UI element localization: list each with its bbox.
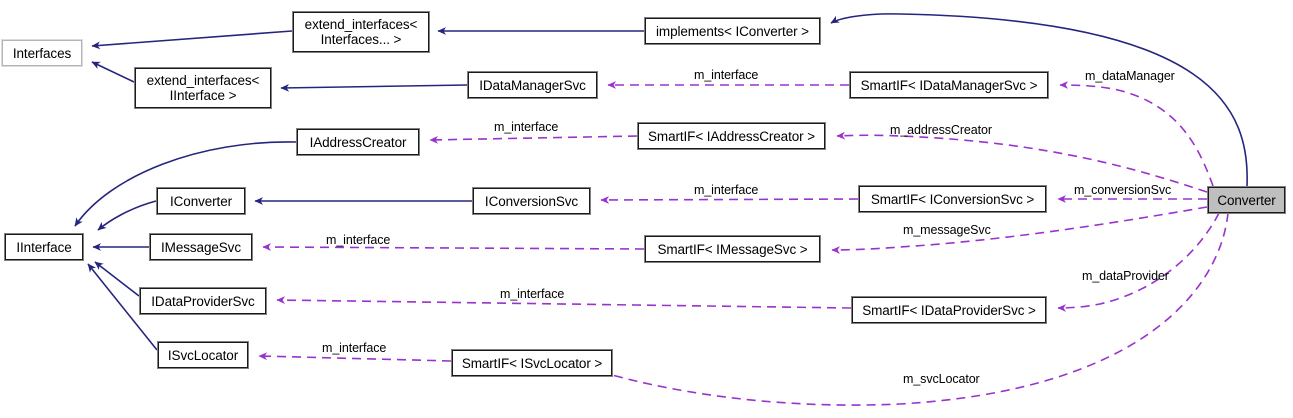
edge-converter-to-implements	[830, 13, 1248, 187]
edge-label-m-interface-conversionsvc: m_interface	[694, 183, 759, 197]
node-isvclocator[interactable]: ISvcLocator	[157, 341, 249, 369]
node-smartif-idatamanagersvc[interactable]: SmartIF< IDataManagerSvc >	[849, 71, 1049, 99]
edge-converter-to-smartif-idataprovidersvc	[1057, 212, 1220, 312]
node-converter[interactable]: Converter	[1207, 186, 1286, 214]
node-extend-interfaces-iinterface[interactable]: extend_interfaces< IInterface >	[134, 67, 272, 109]
edge-converter-to-smartif-idatamanagersvc	[1059, 81, 1214, 187]
edge-extinterfaces-variadic-to-interfaces	[91, 30, 293, 50]
node-interfaces[interactable]: Interfaces	[1, 39, 83, 67]
edge-label-m-interface-messagesvc: m_interface	[326, 233, 391, 247]
node-iaddresscreator[interactable]: IAddressCreator	[296, 128, 420, 156]
edge-idatamanagersvc-to-extinterfaces	[280, 83, 468, 92]
edge-label-m-addresscreator: m_addressCreator	[890, 123, 992, 137]
edge-smartif-isvclocator-to-isvclocator	[258, 352, 452, 362]
edge-label-m-messagesvc: m_messageSvc	[903, 223, 991, 237]
node-smartif-idataprovidersvc[interactable]: SmartIF< IDataProviderSvc >	[851, 296, 1047, 324]
edge-label-m-datamanager: m_dataManager	[1085, 69, 1175, 83]
node-imessagesvc[interactable]: IMessageSvc	[149, 233, 253, 261]
node-iconversionsvc[interactable]: IConversionSvc	[472, 187, 591, 215]
edge-label-m-svclocator: m_svcLocator	[903, 372, 980, 386]
edge-idataprovidersvc-to-iinterface	[94, 261, 140, 297]
edge-label-m-conversionsvc: m_conversionSvc	[1074, 183, 1172, 197]
node-smartif-isvclocator[interactable]: SmartIF< ISvcLocator >	[451, 349, 613, 377]
edge-smartif-idataprovidersvc-to-idataprovidersvc	[276, 296, 852, 309]
node-smartif-imessagesvc[interactable]: SmartIF< IMessageSvc >	[644, 235, 821, 263]
node-idatamanagersvc[interactable]: IDataManagerSvc	[467, 71, 598, 99]
edge-smartif-imessagesvc-to-imessagesvc	[262, 243, 645, 251]
node-iconverter[interactable]: IConverter	[156, 187, 246, 215]
node-smartif-iaddresscreator[interactable]: SmartIF< IAddressCreator >	[637, 122, 826, 150]
node-iinterface[interactable]: IInterface	[4, 233, 84, 261]
edge-label-m-interface-addresscreator: m_interface	[494, 120, 559, 134]
edge-converter-to-smartif-imessagesvc	[831, 206, 1208, 254]
edge-label-m-interface-dataprovidersvc: m_interface	[500, 287, 565, 301]
edge-label-m-interface-datamanager: m_interface	[694, 68, 759, 82]
node-implements-iconverter[interactable]: implements< IConverter >	[644, 17, 821, 45]
edge-label-m-dataprovider: m_dataProvider	[1082, 269, 1169, 283]
node-idataprovidersvc[interactable]: IDataProviderSvc	[139, 287, 267, 315]
edge-extinterfaces-iinterface-to-interfaces	[91, 61, 135, 83]
edge-smartif-iaddresscreator-to-iaddresscreator	[429, 135, 638, 144]
node-extend-interfaces-variadic[interactable]: extend_interfaces< Interfaces... >	[292, 11, 430, 53]
edge-smartif-iconversionsvc-to-iconversionsvc	[600, 196, 859, 204]
edge-label-m-interface-svclocator: m_interface	[322, 341, 387, 355]
node-smartif-iconversionsvc[interactable]: SmartIF< IConversionSvc >	[858, 185, 1047, 213]
edge-iconverter-to-iinterface	[97, 200, 157, 231]
